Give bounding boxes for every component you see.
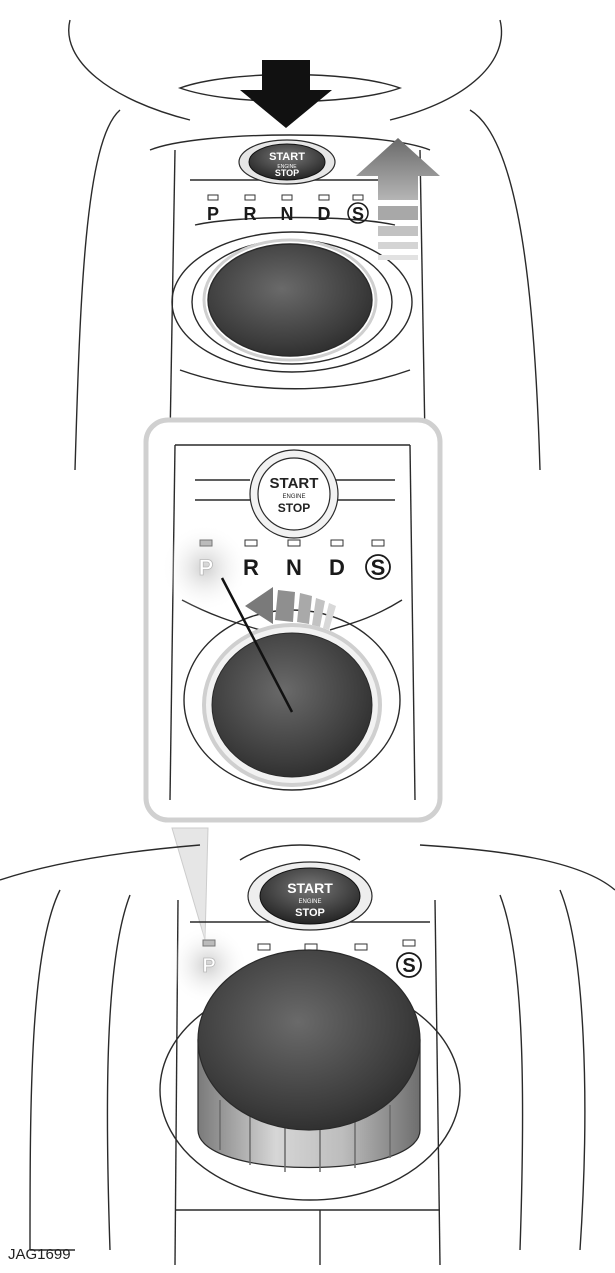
- gear-p: P: [207, 204, 219, 224]
- down-arrow-icon: [240, 60, 332, 128]
- gear-n: N: [281, 204, 294, 224]
- button-text-bottom: STOP: [275, 168, 299, 178]
- gear-d: D: [318, 204, 331, 224]
- gear-labels-3: P S: [202, 939, 422, 978]
- start-stop-button-1: START ENGINE STOP: [238, 139, 336, 185]
- knob-2: [202, 623, 382, 787]
- start-stop-button-2: START ENGINE STOP: [249, 449, 339, 539]
- rotate-arrow-icon: [245, 587, 336, 630]
- button-text-top: START: [269, 151, 305, 163]
- gear-r: R: [243, 555, 259, 580]
- button-text-middle: ENGINE: [298, 899, 321, 905]
- gear-labels-2: P R N D S: [198, 539, 391, 580]
- gear-s: S: [352, 204, 364, 224]
- up-arrow-icon: [356, 138, 440, 260]
- button-text-top: START: [270, 475, 319, 492]
- knob-3-raised: [197, 949, 421, 1172]
- gear-d: D: [329, 555, 345, 580]
- callout-pointer: [171, 827, 209, 941]
- button-text-bottom: STOP: [295, 907, 325, 919]
- pointer-line: [220, 577, 294, 713]
- gear-s: S: [402, 955, 415, 977]
- figure-code: JAG1699: [8, 1246, 71, 1263]
- start-stop-button-3: START ENGINE STOP: [247, 861, 373, 931]
- gear-p: P: [202, 955, 215, 977]
- gear-n: N: [286, 555, 302, 580]
- panel-2: [169, 444, 416, 801]
- gear-r: R: [244, 204, 257, 224]
- button-text-middle: ENGINE: [277, 164, 297, 170]
- gear-p: P: [199, 555, 214, 580]
- button-text-bottom: STOP: [278, 501, 310, 515]
- gear-labels-1: P R N D S: [207, 194, 369, 224]
- button-text-top: START: [287, 880, 333, 896]
- button-text-middle: ENGINE: [282, 494, 305, 500]
- gear-s: S: [371, 555, 386, 580]
